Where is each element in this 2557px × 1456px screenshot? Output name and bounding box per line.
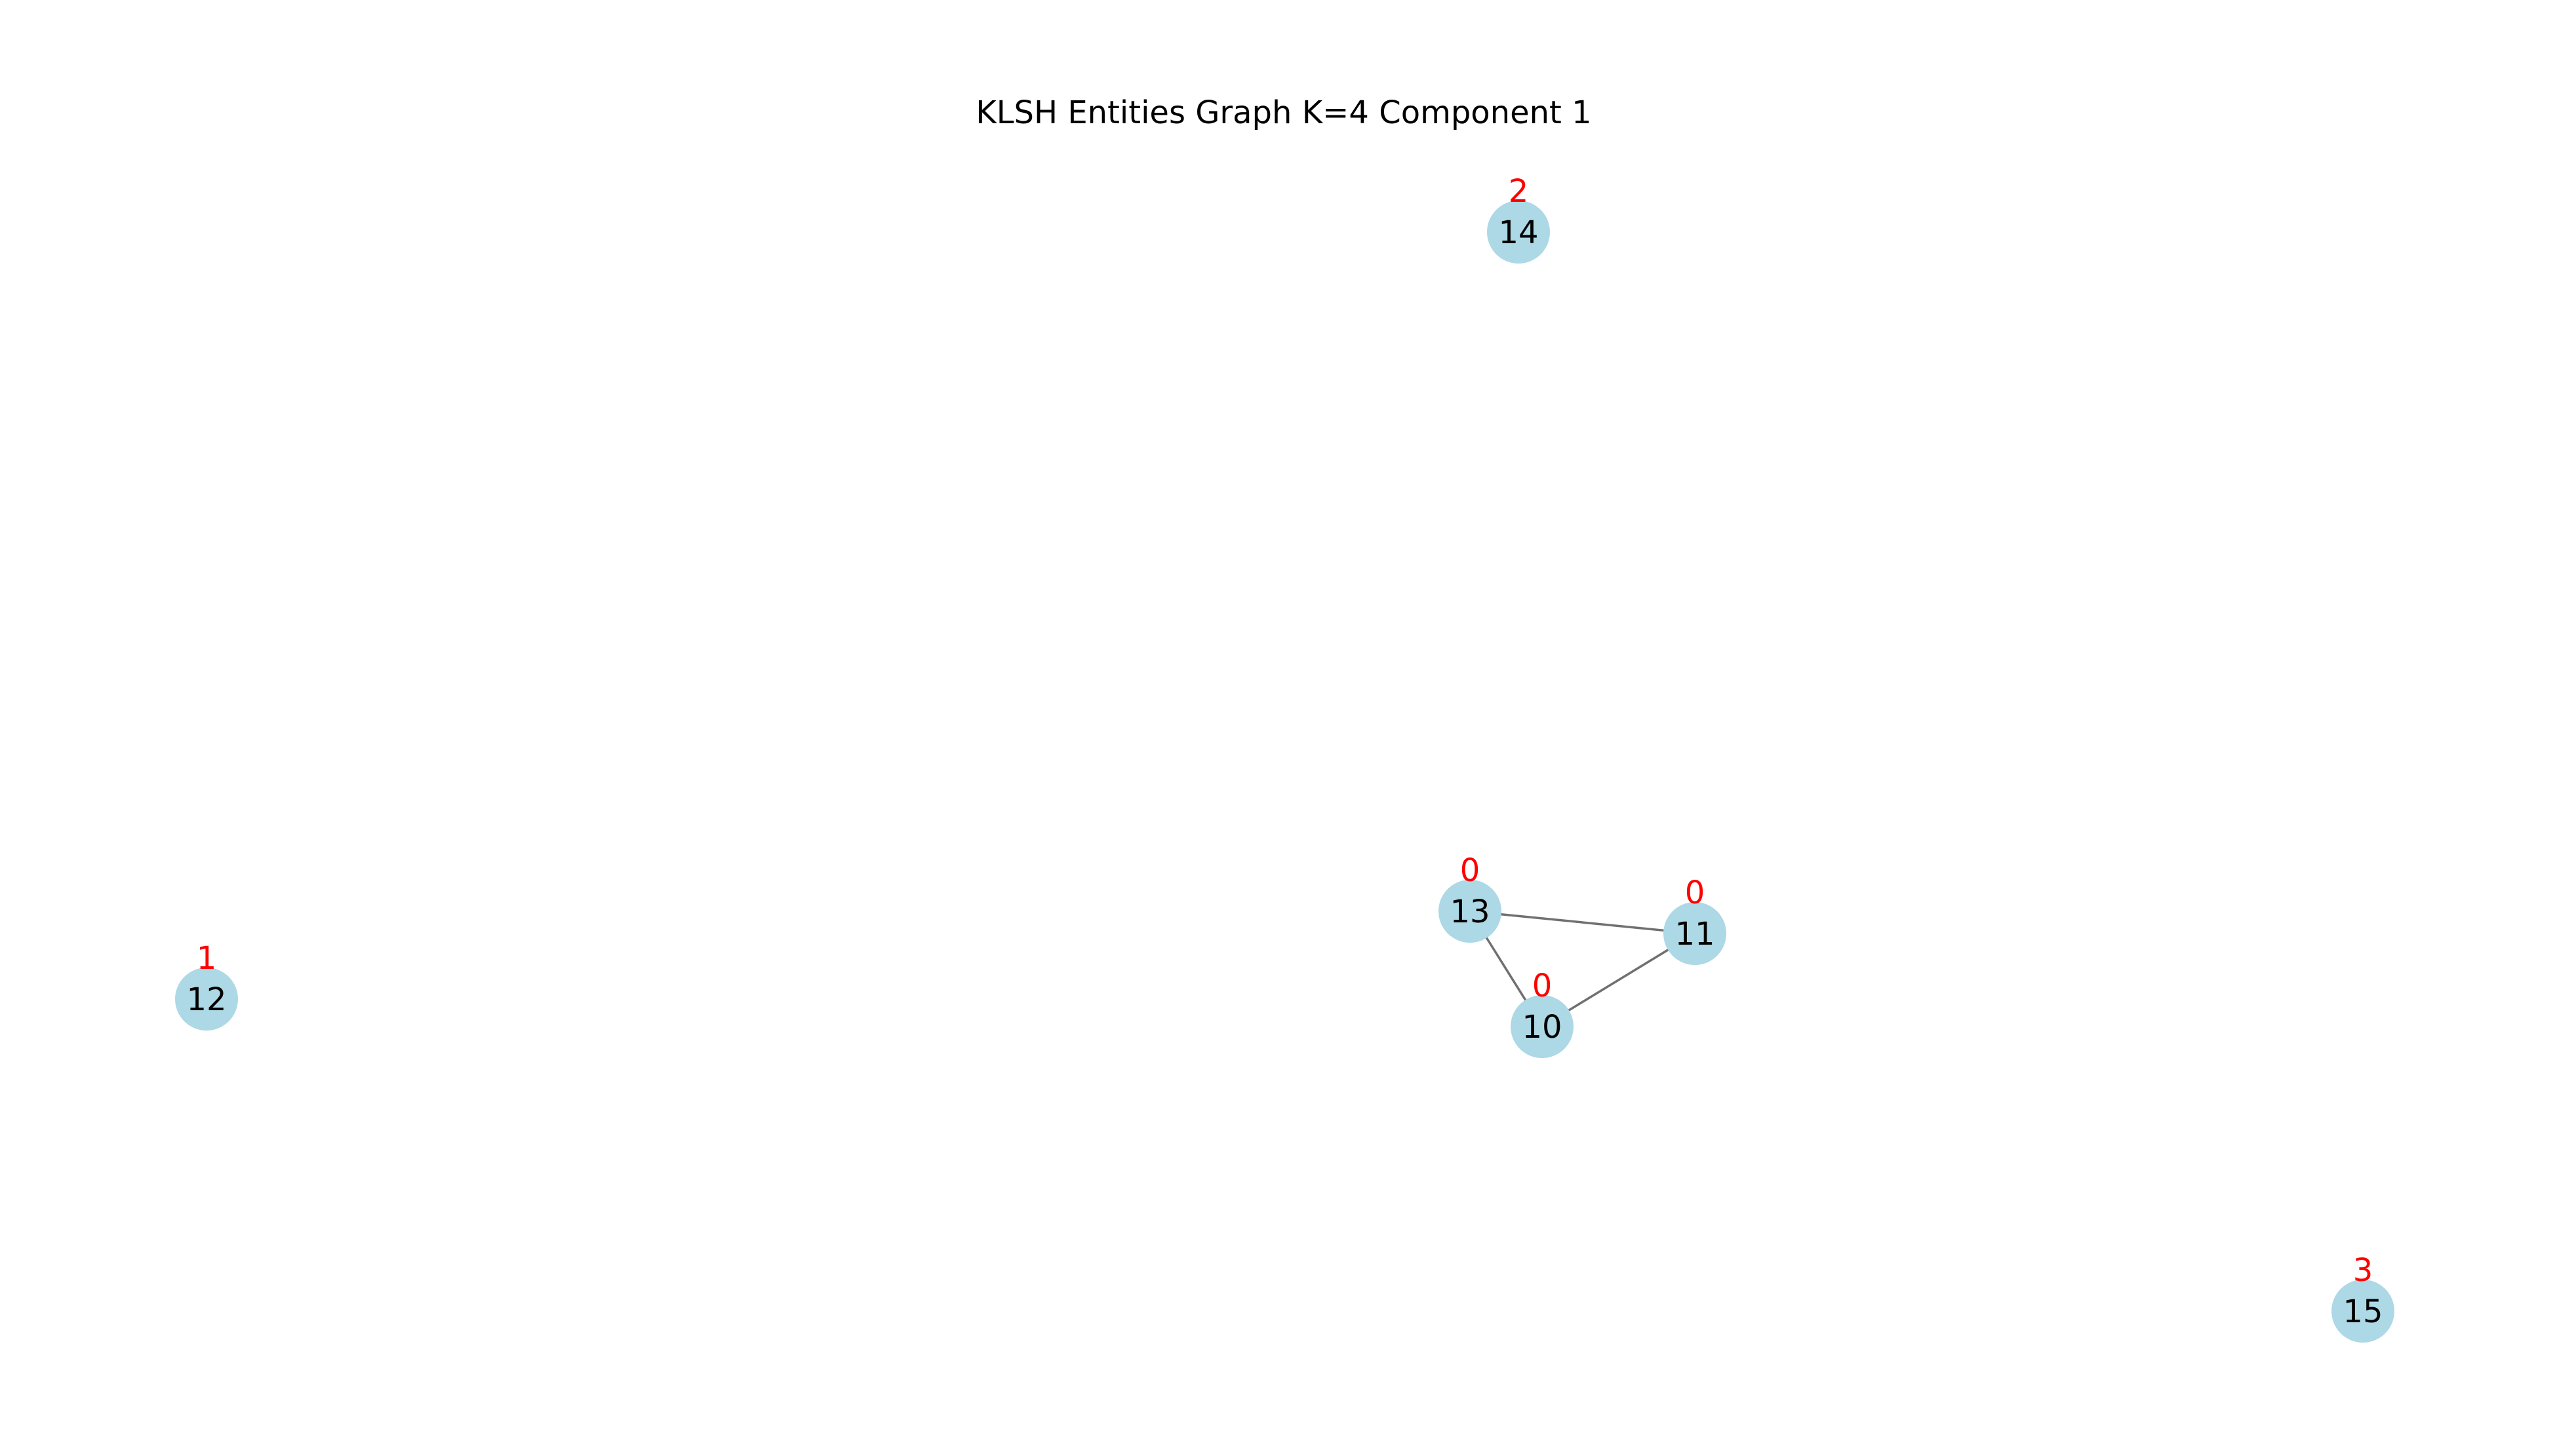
cluster-label: 1 <box>197 940 217 977</box>
node-11: 110 <box>1663 875 1726 965</box>
node-label: 13 <box>1450 894 1490 930</box>
node-10: 100 <box>1511 968 1574 1058</box>
node-14: 142 <box>1487 173 1550 264</box>
node-12: 121 <box>175 940 238 1031</box>
node-circle <box>175 968 238 1031</box>
node-label: 12 <box>186 981 226 1018</box>
node-circle <box>1511 995 1574 1058</box>
node-label: 14 <box>1498 214 1538 251</box>
node-label: 15 <box>2343 1293 2383 1330</box>
cluster-label: 3 <box>2353 1252 2373 1289</box>
node-circle <box>1663 902 1726 965</box>
node-circle <box>1438 880 1501 943</box>
node-circle <box>2331 1280 2394 1343</box>
cluster-label: 0 <box>1460 852 1480 889</box>
node-label: 10 <box>1522 1009 1562 1046</box>
cluster-label: 2 <box>1509 173 1529 210</box>
graph-title: KLSH Entities Graph K=4 Component 1 <box>976 94 1591 131</box>
cluster-label: 0 <box>1685 875 1705 911</box>
cluster-label: 0 <box>1532 968 1553 1004</box>
node-label: 11 <box>1675 916 1715 953</box>
node-circle <box>1487 201 1550 264</box>
edge-13-11 <box>1469 910 1695 935</box>
node-13: 130 <box>1438 852 1501 943</box>
node-15: 153 <box>2331 1252 2394 1343</box>
